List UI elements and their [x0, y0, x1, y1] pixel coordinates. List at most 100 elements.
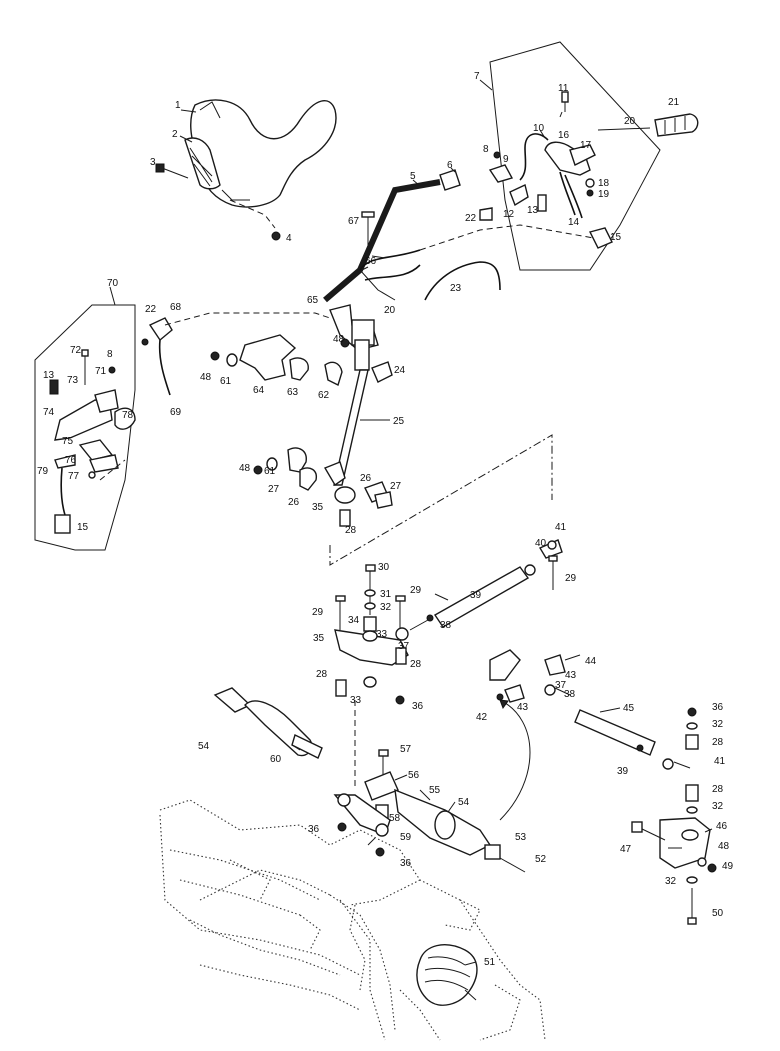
washer-61b — [266, 457, 278, 471]
callout-26: 26 — [360, 473, 372, 484]
bracket-64 — [239, 334, 297, 381]
callout-73: 73 — [67, 375, 79, 386]
callout-8: 8 — [483, 144, 489, 155]
callout-5: 5 — [410, 171, 416, 182]
callout-13: 13 — [527, 205, 539, 216]
callout-2: 2 — [172, 129, 178, 140]
callout-20: 20 — [384, 305, 396, 316]
callout-54: 54 — [198, 741, 210, 752]
callout-32: 32 — [712, 801, 724, 812]
callout-50: 50 — [712, 908, 724, 919]
callout-9: 9 — [503, 154, 509, 165]
tie-rod-39 — [433, 539, 563, 628]
callout-28: 28 — [410, 659, 422, 670]
callout-24: 24 — [394, 365, 406, 376]
callout-36: 36 — [712, 702, 724, 713]
column-base — [334, 486, 356, 504]
clamp-63 — [289, 357, 309, 381]
callout-65: 65 — [307, 295, 319, 306]
callout-49: 49 — [722, 861, 734, 872]
callout-68: 68 — [170, 302, 182, 313]
callout-16: 16 — [558, 130, 570, 141]
washer-61 — [226, 353, 238, 367]
callout-62: 62 — [318, 390, 330, 401]
callout-71: 71 — [95, 366, 107, 377]
callout-1: 1 — [175, 100, 181, 111]
clamp-62 — [324, 361, 343, 386]
callout-3: 3 — [150, 157, 156, 168]
callout-35: 35 — [313, 633, 325, 644]
callout-74: 74 — [43, 407, 55, 418]
callout-26: 26 — [288, 497, 300, 508]
callout-57: 57 — [400, 744, 412, 755]
callout-58: 58 — [389, 813, 401, 824]
callout-36: 36 — [412, 701, 424, 712]
callout-70: 70 — [107, 278, 119, 289]
nut-48c — [253, 465, 263, 475]
callout-41: 41 — [714, 756, 726, 767]
callout-19: 19 — [598, 189, 610, 200]
callout-69: 69 — [170, 407, 182, 418]
callout-56: 56 — [408, 770, 420, 781]
link-plate — [334, 564, 434, 705]
callout-32: 32 — [712, 719, 724, 730]
callout-61: 61 — [264, 466, 276, 477]
callout-77: 77 — [68, 471, 80, 482]
callout-27: 27 — [390, 481, 402, 492]
callout-7: 7 — [474, 71, 480, 82]
headlight-lens — [184, 137, 221, 190]
callout-37: 37 — [398, 641, 410, 652]
callout-32: 32 — [665, 876, 677, 887]
callout-51: 51 — [484, 957, 496, 968]
callout-48: 48 — [333, 334, 345, 345]
callout-60: 60 — [270, 754, 282, 765]
callout-36: 36 — [308, 824, 320, 835]
callout-34: 34 — [348, 615, 360, 626]
callout-11: 11 — [558, 83, 569, 94]
callout-37: 37 — [555, 680, 567, 691]
dust-boot — [416, 944, 478, 1006]
callout-15: 15 — [77, 522, 89, 533]
callout-29: 29 — [410, 585, 422, 596]
callout-35: 35 — [312, 502, 324, 513]
callout-48: 48 — [239, 463, 251, 474]
callout-6: 6 — [447, 160, 453, 171]
callout-46: 46 — [716, 821, 728, 832]
callout-48: 48 — [718, 841, 730, 852]
callout-23: 23 — [450, 283, 462, 294]
callout-43: 43 — [565, 670, 577, 681]
chassis-frame — [159, 799, 546, 1041]
callout-27: 27 — [268, 484, 280, 495]
assembly-70-outline — [34, 304, 136, 551]
callout-59: 59 — [400, 832, 412, 843]
arm-59 — [333, 793, 391, 857]
handlebar — [323, 179, 441, 303]
callout-14: 14 — [568, 217, 580, 228]
callout-21: 21 — [668, 97, 680, 108]
callout-53: 53 — [515, 832, 527, 843]
callout-33: 33 — [376, 629, 388, 640]
callout-44: 44 — [585, 656, 597, 667]
callout-64: 64 — [253, 385, 265, 396]
callout-28: 28 — [712, 737, 724, 748]
callout-40: 40 — [535, 538, 547, 549]
cable-20 — [364, 264, 421, 281]
callout-4: 4 — [286, 233, 292, 244]
callout-63: 63 — [287, 387, 299, 398]
spacer-28a — [339, 509, 351, 527]
callout-28: 28 — [712, 784, 724, 795]
callout-33: 33 — [350, 695, 362, 706]
callout-28: 28 — [316, 669, 328, 680]
assembly-7-outline — [489, 41, 661, 271]
callout-18: 18 — [598, 178, 610, 189]
callout-38: 38 — [564, 689, 576, 700]
callout-41: 41 — [555, 522, 567, 533]
callout-39: 39 — [470, 590, 482, 601]
cable-23 — [424, 261, 501, 301]
arrow — [499, 699, 531, 821]
callout-15: 15 — [610, 232, 622, 243]
left-switch-assembly — [49, 317, 173, 534]
